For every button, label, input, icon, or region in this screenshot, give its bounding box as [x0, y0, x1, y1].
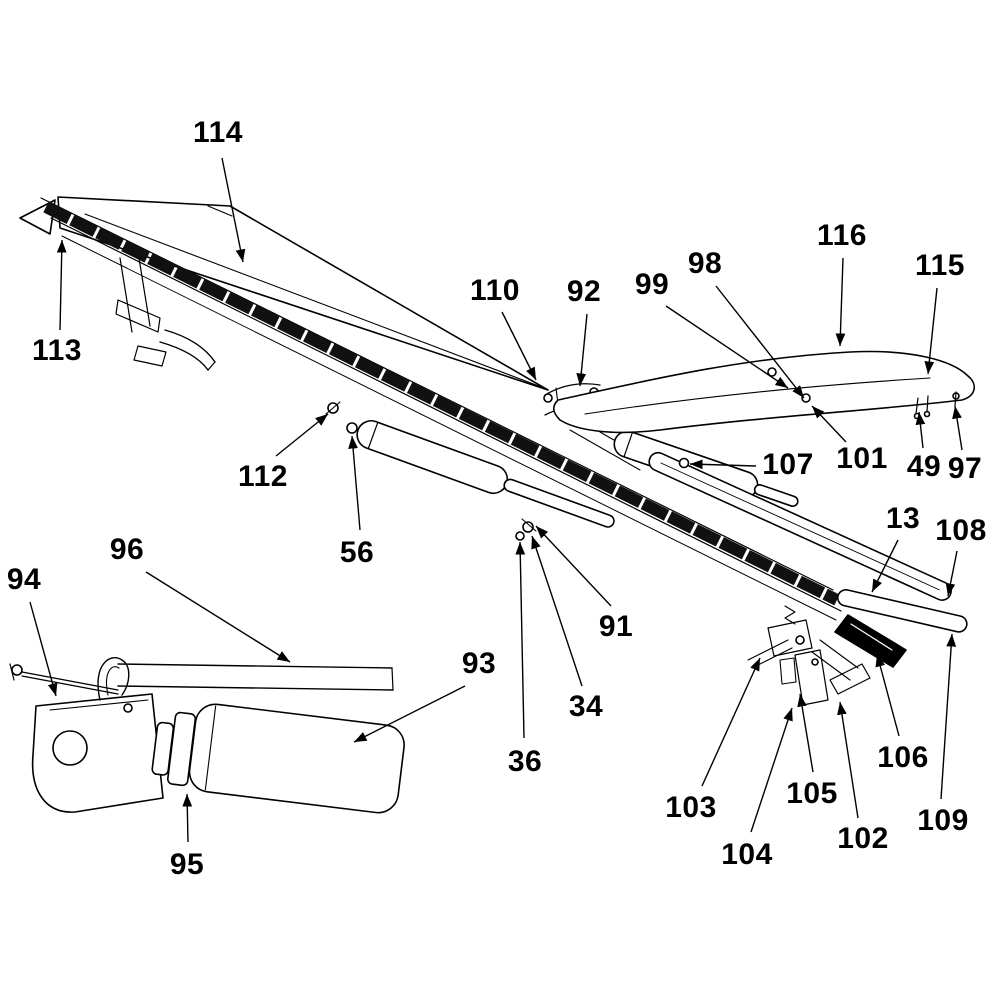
part-label-109: 109	[917, 804, 969, 837]
part-label-112: 112	[238, 460, 288, 493]
part-label-116: 116	[817, 219, 867, 252]
part-label-113: 113	[32, 334, 82, 367]
part-label-93: 93	[461, 647, 497, 680]
part-label-92: 92	[566, 275, 602, 308]
part-label-97: 97	[947, 452, 983, 485]
part-label-98: 98	[687, 247, 723, 280]
part-label-104: 104	[721, 838, 773, 871]
part-label-49: 49	[906, 450, 942, 483]
part-label-103: 103	[665, 791, 717, 824]
leader-lines	[29, 157, 963, 843]
part-label-96: 96	[109, 533, 145, 566]
part-label-56: 56	[339, 536, 375, 569]
part-label-115: 115	[915, 249, 965, 282]
part-label-114: 114	[193, 116, 243, 149]
part-label-13: 13	[885, 502, 921, 535]
part-label-110: 110	[470, 274, 520, 307]
part-label-102: 102	[837, 822, 889, 855]
part-label-91: 91	[598, 610, 634, 643]
part-label-106: 106	[877, 741, 929, 774]
part-label-95: 95	[169, 848, 205, 881]
part-label-101: 101	[836, 442, 888, 475]
part-label-105: 105	[786, 777, 838, 810]
part-label-34: 34	[568, 690, 604, 723]
part-label-94: 94	[6, 563, 42, 596]
part-label-99: 99	[634, 268, 670, 301]
part-label-36: 36	[507, 745, 543, 778]
part-label-108: 108	[935, 514, 987, 547]
part-label-107: 107	[762, 448, 814, 481]
